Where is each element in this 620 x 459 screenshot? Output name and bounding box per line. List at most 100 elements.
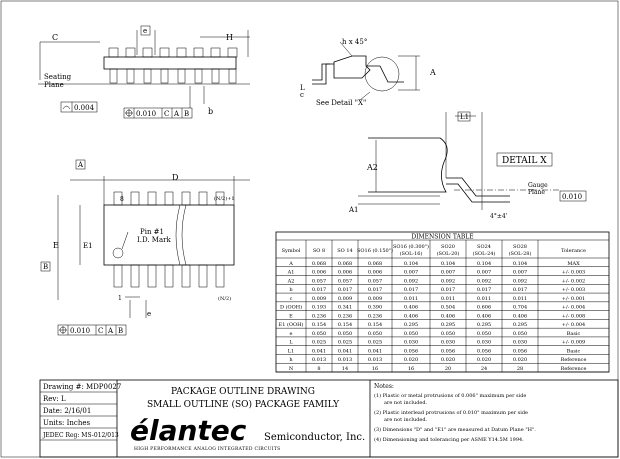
table-cell: 0.013 <box>312 357 326 363</box>
table-cell: 0.020 <box>477 357 491 363</box>
table-cell: 0.050 <box>477 331 491 337</box>
gauge-label: Gauge <box>528 182 548 189</box>
see-detail-label: See Detail "X" <box>316 99 366 107</box>
top-label-e1: E1 <box>83 242 93 250</box>
note-line: are not included. <box>384 400 428 406</box>
table-cell: 0.041 <box>368 348 382 354</box>
company-suffix: Semiconductor, Inc. <box>264 432 365 443</box>
svg-text:B: B <box>184 110 189 118</box>
end-view: h x 45° A L c See Detail "X" <box>300 38 436 107</box>
table-header: SO20 <box>441 244 455 250</box>
table-cell: 0.025 <box>368 340 382 346</box>
table-cell: E <box>289 313 293 319</box>
side-lead <box>228 68 237 84</box>
table-cell: 0.092 <box>477 278 491 284</box>
table-header-sub: (SOL-16) <box>400 250 423 257</box>
table-cell: A1 <box>287 270 295 276</box>
table-cell: 0.056 <box>404 348 418 354</box>
table-cell: 0.030 <box>441 340 455 346</box>
side-lead <box>177 68 186 84</box>
company-logo: élantec <box>130 414 247 447</box>
notes-heading: Notes: <box>374 383 394 390</box>
table-cell: 0.068 <box>338 261 352 267</box>
table-cell: 0.011 <box>477 296 491 302</box>
table-cell: 0.050 <box>513 331 527 337</box>
detail-angle: 4°±4' <box>490 213 508 220</box>
table-header: SO16 (0.150") <box>357 247 393 254</box>
table-cell: +/- 0.003 <box>562 270 585 276</box>
table-cell: L <box>289 340 293 346</box>
top-lead-bottom <box>130 264 140 288</box>
side-lead-top <box>227 47 238 58</box>
table-cell: 0.007 <box>404 270 418 276</box>
dimension-table-title: DIMENSION TABLE <box>411 234 473 241</box>
side-lead <box>160 68 169 84</box>
table-header-sub: (SOL-20) <box>437 250 460 257</box>
top-lead-bottom <box>113 264 123 288</box>
table-cell: 0.013 <box>338 357 352 363</box>
table-header: SO 8 <box>313 248 325 254</box>
table-cell: +/- 0.002 <box>562 278 585 284</box>
table-cell: 0.092 <box>404 278 418 284</box>
table-cell: 0.017 <box>338 287 352 293</box>
detail-label-a1: A1 <box>348 206 359 214</box>
top-label-n2-plus: (N/2)+1 <box>214 195 235 202</box>
svg-text:C: C <box>98 327 103 335</box>
top-position-value: 0.010 <box>70 327 90 335</box>
table-cell: 0.295 <box>477 322 491 328</box>
table-cell: 0.606 <box>477 305 491 311</box>
table-cell: 0.017 <box>312 287 326 293</box>
datum-b-box <box>40 261 51 272</box>
side-view: C H Seating Plane e 0.004 0.010 <box>38 25 250 119</box>
gauge-plane-label: Plane <box>528 189 545 196</box>
drawing-title-1: PACKAGE OUTLINE DRAWING <box>171 387 315 397</box>
table-cell: 0.295 <box>513 322 527 328</box>
revision: Rev: L <box>43 395 66 403</box>
table-cell: 0.050 <box>441 331 455 337</box>
table-header: SO28 <box>513 244 527 250</box>
seating-plane-label: Plane <box>44 81 64 89</box>
datum-b-label: B <box>43 263 48 271</box>
table-cell: 0.006 <box>368 270 382 276</box>
svg-text:C: C <box>164 110 169 118</box>
note-line: are not included. <box>384 417 428 423</box>
table-cell: 0.011 <box>513 296 527 302</box>
svg-text:B: B <box>118 327 123 335</box>
top-body <box>103 204 235 266</box>
end-label-c: c <box>300 91 304 99</box>
end-body <box>333 55 371 79</box>
table-cell: +/- 0.004 <box>562 322 585 328</box>
table-cell: Basic <box>567 331 581 337</box>
note-line: (3) Dimensions "D" and "E1" are measured… <box>374 426 536 433</box>
table-cell: 24 <box>481 366 487 372</box>
end-label-a: A <box>429 68 436 77</box>
top-lead-top <box>130 191 140 206</box>
table-cell: 0.050 <box>338 331 352 337</box>
table-cell: 16 <box>408 366 414 372</box>
table-cell: A <box>288 261 293 267</box>
table-cell: D (OOH) <box>280 304 302 311</box>
table-cell: b <box>289 287 292 293</box>
table-cell: MAX <box>567 261 580 267</box>
datum-a-label: A <box>77 161 84 169</box>
side-position-callout: 0.010 C A B <box>123 107 193 119</box>
table-cell: 0.341 <box>338 305 352 311</box>
table-cell: N <box>289 366 294 372</box>
table-cell: 0.406 <box>441 313 455 319</box>
top-lead-bottom <box>147 264 157 288</box>
table-cell: 0.025 <box>338 340 352 346</box>
table-cell: 0.504 <box>441 305 455 311</box>
table-cell: 0.017 <box>368 287 382 293</box>
svg-text:e: e <box>143 27 147 35</box>
top-label-n2: (N/2) <box>218 295 231 302</box>
drawing-number: Drawing #: MDP0027 <box>43 383 121 391</box>
table-cell: 0.704 <box>513 305 527 311</box>
table-cell: 0.057 <box>338 278 352 284</box>
table-cell: 0.050 <box>404 331 418 337</box>
title-block: Drawing #: MDP0027 Rev: L Date: 2/16/01 … <box>39 379 619 458</box>
table-cell: 0.406 <box>477 313 491 319</box>
side-lead-top <box>125 47 136 58</box>
table-header-sub: (SOL-28) <box>509 250 532 257</box>
jedec-reg: JEDEC Reg: MS-012/013 <box>42 432 119 439</box>
table-cell: 0.050 <box>368 331 382 337</box>
